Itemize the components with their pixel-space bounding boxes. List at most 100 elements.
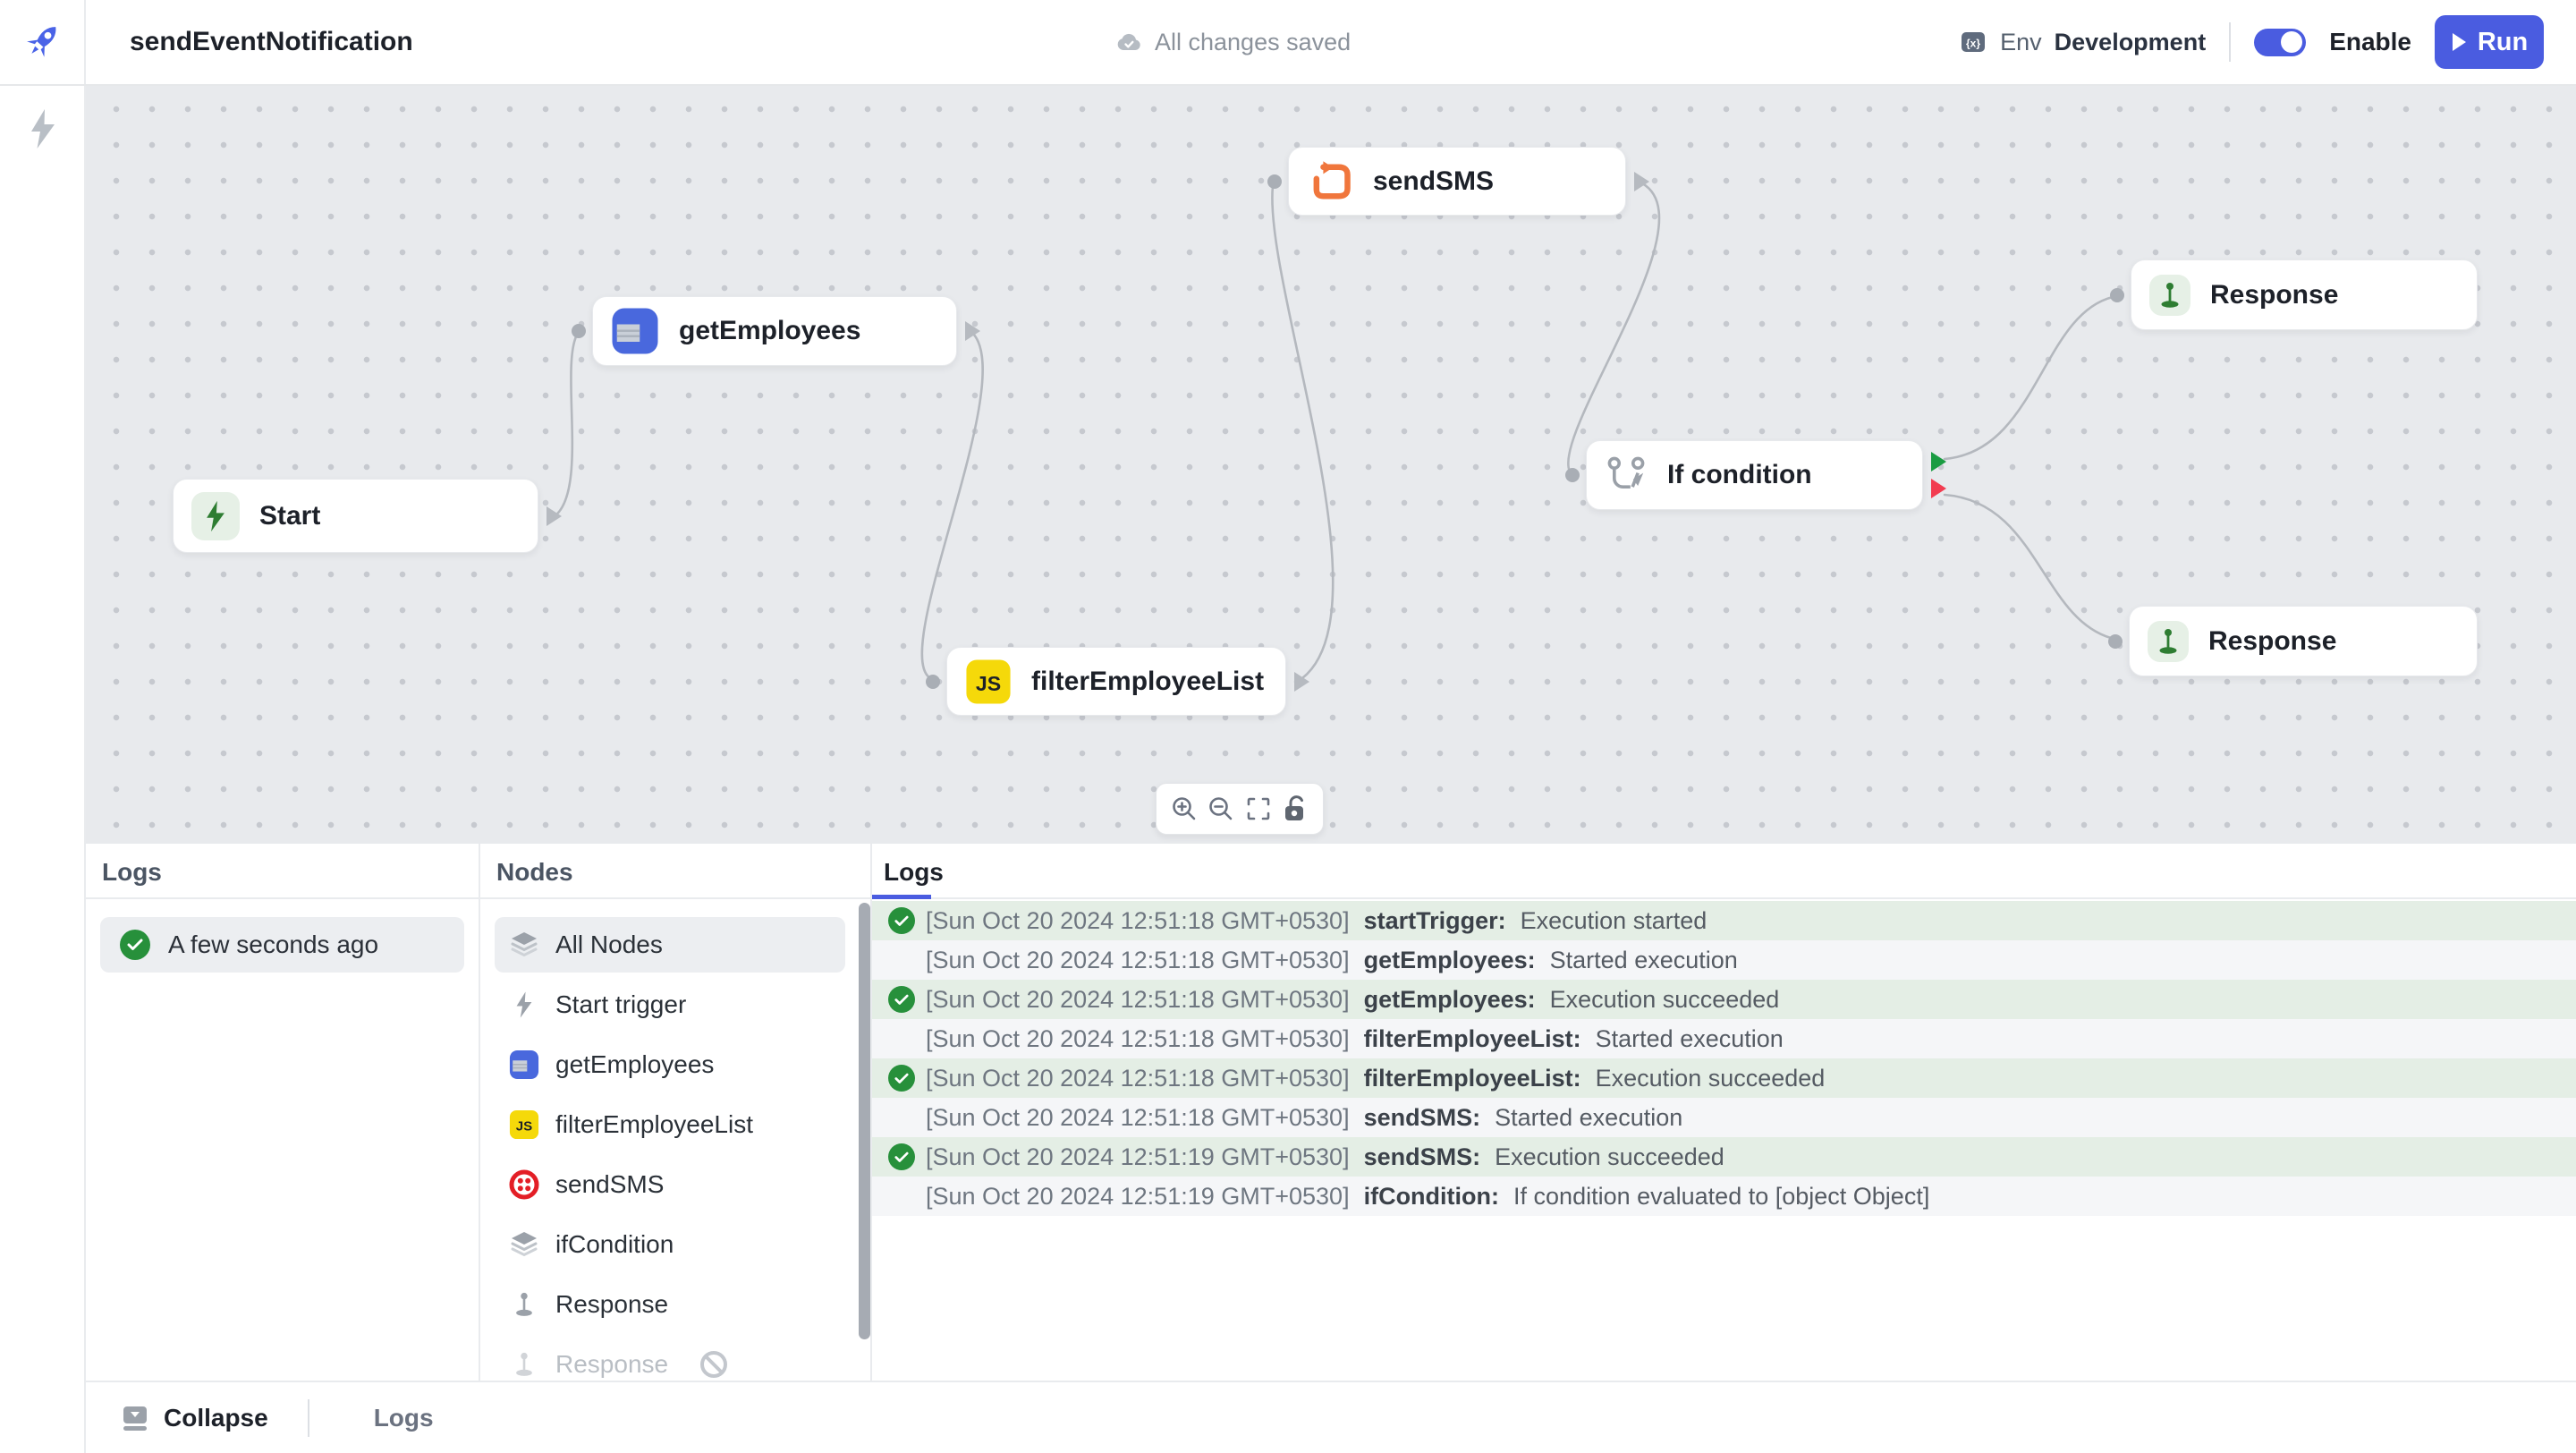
log-source: ifCondition: <box>1363 1182 1500 1210</box>
trigger-bolt-icon[interactable] <box>24 107 62 150</box>
log-row[interactable]: [Sun Oct 20 2024 12:51:19 GMT+0530] ifCo… <box>872 1177 2576 1216</box>
nodes-list-item-send-sms[interactable]: sendSMS <box>495 1157 845 1212</box>
layers-icon <box>507 929 541 961</box>
nodes-list-item-response-2[interactable]: Response <box>495 1337 845 1381</box>
twilio-icon <box>507 1168 541 1201</box>
environment-selector[interactable]: {x} Env Development <box>1959 28 2206 56</box>
log-source: filterEmployeeList: <box>1363 1064 1581 1092</box>
node-start[interactable]: Start <box>173 479 562 553</box>
start-bolt-icon <box>191 491 240 540</box>
output-port[interactable] <box>1294 671 1309 692</box>
collapse-button[interactable]: Collapse <box>121 1404 268 1432</box>
collapse-label: Collapse <box>164 1403 268 1432</box>
success-check-icon <box>120 930 150 960</box>
output-port-true[interactable] <box>1931 452 1946 472</box>
log-row[interactable]: [Sun Oct 20 2024 12:51:18 GMT+0530] star… <box>872 901 2576 940</box>
js-icon: JS <box>966 659 1011 704</box>
bolt-icon <box>507 990 541 1019</box>
bottom-panel: Logs A few seconds ago Nodes All Nodes <box>86 844 2576 1381</box>
log-row[interactable]: [Sun Oct 20 2024 12:51:19 GMT+0530] send… <box>872 1137 2576 1177</box>
run-button[interactable]: Run <box>2435 15 2544 69</box>
node-response-true[interactable]: Response <box>2110 259 2478 330</box>
node-label: If condition <box>1667 460 1812 489</box>
log-message: Started execution <box>1595 1024 1784 1052</box>
svg-text:JS: JS <box>516 1119 532 1134</box>
zoom-in-button[interactable] <box>1166 791 1202 827</box>
svg-text:{x}: {x} <box>1966 38 1980 50</box>
footer-bar: Collapse Logs <box>86 1381 2576 1453</box>
runs-header: Logs <box>86 844 479 899</box>
log-message: Execution succeeded <box>1595 1064 1826 1092</box>
nodes-list-item-filter-employee-list[interactable]: JS filterEmployeeList <box>495 1097 845 1152</box>
node-response-false[interactable]: Response <box>2108 606 2478 676</box>
run-history-item[interactable]: A few seconds ago <box>100 917 464 973</box>
log-timestamp: [Sun Oct 20 2024 12:51:18 GMT+0530] <box>926 946 1350 973</box>
logs-column: Logs [Sun Oct 20 2024 12:51:18 GMT+0530]… <box>872 844 2576 1381</box>
log-row[interactable]: [Sun Oct 20 2024 12:51:18 GMT+0530] filt… <box>872 1019 2576 1058</box>
log-message: Execution started <box>1520 906 1707 934</box>
nodes-list-item-all[interactable]: All Nodes <box>495 917 845 973</box>
workflow-title: sendEventNotification <box>130 27 413 56</box>
log-timestamp: [Sun Oct 20 2024 12:51:18 GMT+0530] <box>926 985 1350 1013</box>
app-logo[interactable] <box>0 0 86 84</box>
log-row[interactable]: [Sun Oct 20 2024 12:51:18 GMT+0530] getE… <box>872 980 2576 1019</box>
nodes-list-label: Response <box>555 1350 669 1378</box>
zoom-out-button[interactable] <box>1203 791 1239 827</box>
footer-logs-toggle[interactable]: Logs <box>373 1403 434 1432</box>
toggle-knob <box>2281 31 2303 53</box>
input-port[interactable] <box>572 324 586 338</box>
nodes-list-label: ifCondition <box>555 1230 674 1258</box>
tab-logs[interactable]: Logs <box>884 858 944 886</box>
node-label: filterEmployeeList <box>1031 666 1265 696</box>
fit-view-button[interactable] <box>1241 791 1276 827</box>
output-port[interactable] <box>547 506 562 526</box>
nodes-list-item-if-condition[interactable]: ifCondition <box>495 1217 845 1272</box>
input-port[interactable] <box>2110 287 2124 302</box>
log-message: If condition evaluated to [object Object… <box>1513 1182 1930 1210</box>
collapse-panel-icon <box>123 1406 147 1431</box>
log-row[interactable]: [Sun Oct 20 2024 12:51:18 GMT+0530] getE… <box>872 940 2576 980</box>
log-source: getEmployees: <box>1363 985 1536 1013</box>
edge-ifcondition-response-true <box>1943 295 2114 461</box>
log-source: sendSMS: <box>1363 1103 1481 1131</box>
nodes-list-item-response-1[interactable]: Response <box>495 1277 845 1332</box>
response-pin-icon <box>2148 620 2189 662</box>
output-port-false[interactable] <box>1931 479 1946 498</box>
zoom-out-icon <box>1209 797 1233 820</box>
log-source: filterEmployeeList: <box>1363 1024 1581 1052</box>
slash-circle-icon <box>700 1351 728 1378</box>
log-timestamp: [Sun Oct 20 2024 12:51:18 GMT+0530] <box>926 1103 1350 1131</box>
node-if-condition[interactable]: If condition <box>1565 440 1946 510</box>
node-send-sms[interactable]: sendSMS <box>1267 147 1649 216</box>
lock-button[interactable] <box>1277 791 1313 827</box>
input-port[interactable] <box>1565 468 1580 482</box>
log-source: getEmployees: <box>1363 946 1536 973</box>
loop-arrow-icon <box>1313 160 1351 199</box>
input-port[interactable] <box>926 674 940 689</box>
node-filter-employee-list[interactable]: JS filterEmployeeList <box>926 647 1309 716</box>
nodes-list-item-get-employees[interactable]: getEmployees <box>495 1037 845 1092</box>
nodes-scrollbar[interactable] <box>859 903 870 1339</box>
input-port[interactable] <box>1267 174 1282 189</box>
edge-filter-sendsms <box>1271 184 1335 680</box>
log-source: sendSMS: <box>1363 1143 1481 1170</box>
log-message: Started execution <box>1549 946 1738 973</box>
log-row[interactable]: [Sun Oct 20 2024 12:51:18 GMT+0530] send… <box>872 1098 2576 1137</box>
log-timestamp: [Sun Oct 20 2024 12:51:18 GMT+0530] <box>926 1064 1350 1092</box>
response-pin-icon <box>507 1350 541 1379</box>
log-timestamp: [Sun Oct 20 2024 12:51:18 GMT+0530] <box>926 1024 1350 1052</box>
nodes-list-label: All Nodes <box>555 930 663 958</box>
input-port[interactable] <box>2108 633 2123 649</box>
edge-sendsms-ifcondition <box>1567 182 1661 473</box>
node-get-employees[interactable]: getEmployees <box>572 296 980 366</box>
log-row[interactable]: [Sun Oct 20 2024 12:51:18 GMT+0530] filt… <box>872 1058 2576 1098</box>
enable-toggle[interactable] <box>2254 28 2307 56</box>
run-button-label: Run <box>2477 27 2529 56</box>
nodes-list-label: filterEmployeeList <box>555 1110 753 1138</box>
workflow-canvas[interactable]: Start getEmployees sendSMS JS filterEmpl… <box>86 86 2576 844</box>
node-label: Response <box>2210 279 2339 310</box>
output-port[interactable] <box>1634 171 1649 191</box>
nodes-list-item-start-trigger[interactable]: Start trigger <box>495 977 845 1032</box>
topbar-divider <box>2229 22 2232 62</box>
output-port[interactable] <box>965 321 980 341</box>
